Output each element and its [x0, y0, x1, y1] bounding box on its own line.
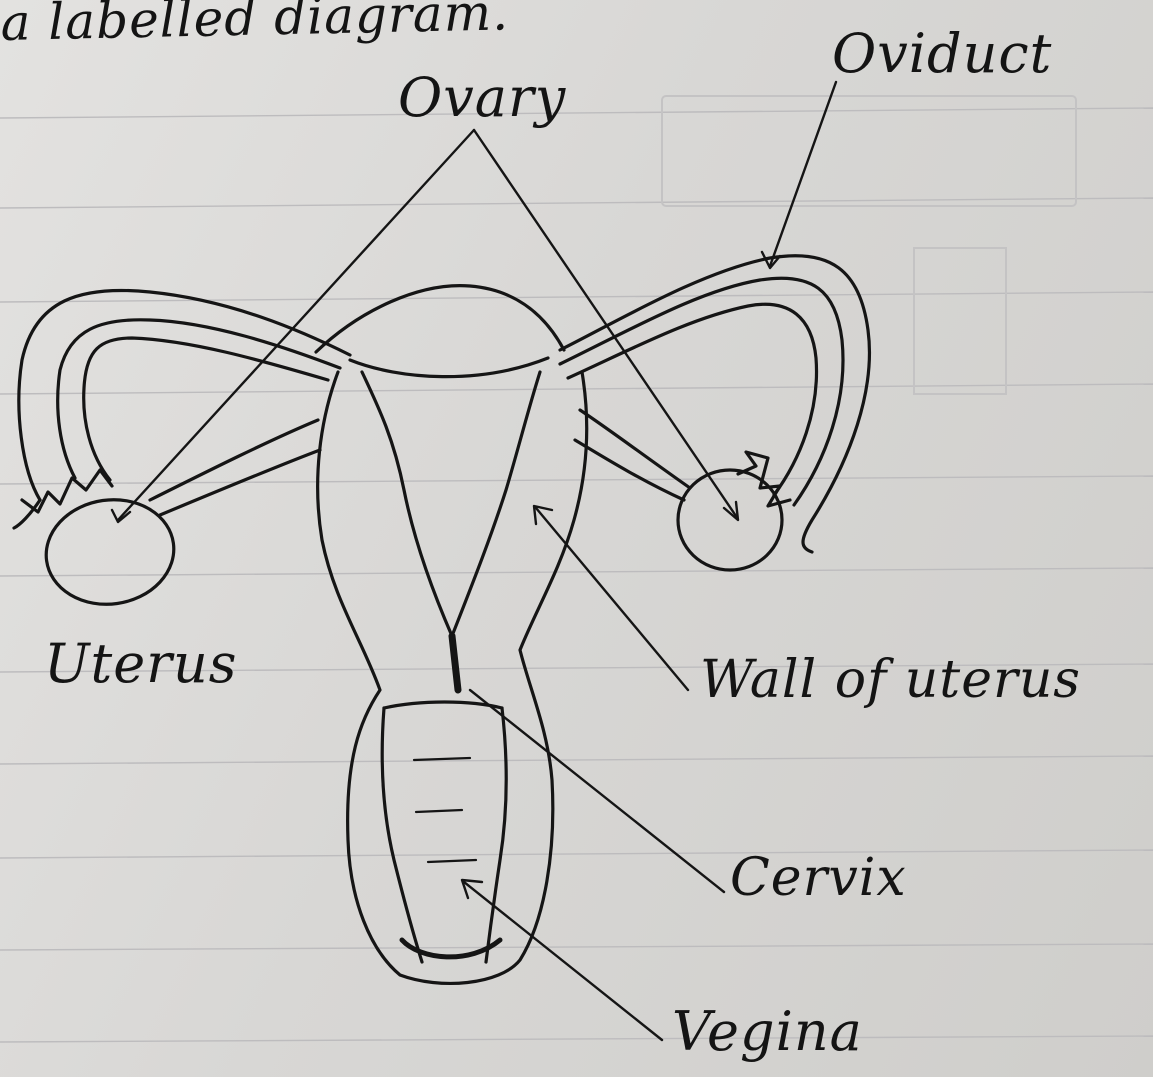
right-ovary: [678, 470, 782, 570]
left-ovary: [39, 492, 180, 613]
label-uterus: Uterus: [44, 632, 237, 695]
label-wall-of-uterus: Wall of uterus: [700, 650, 1081, 710]
label-pointers: [112, 82, 836, 1040]
uterus-outer-wall: [318, 372, 587, 983]
vaginal-rugae: [414, 758, 476, 862]
uterus-fundus: [316, 286, 564, 352]
right-oviduct-outline: [560, 256, 869, 552]
uterus-cavity: [362, 372, 540, 636]
label-vagina: Vegina: [672, 1000, 863, 1063]
label-oviduct: Oviduct: [832, 22, 1052, 85]
label-ovary: Ovary: [398, 66, 566, 129]
label-cervix: Cervix: [730, 848, 907, 908]
left-oviduct-outline: [14, 290, 350, 528]
vagina-inner-wall: [382, 708, 422, 962]
